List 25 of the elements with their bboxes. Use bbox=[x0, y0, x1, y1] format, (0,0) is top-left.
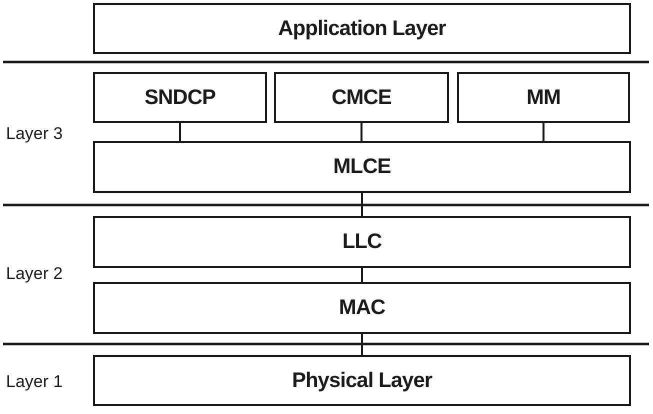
layer-name: LLC bbox=[342, 230, 382, 254]
layer-name: MAC bbox=[338, 296, 386, 320]
layer-box bbox=[274, 72, 449, 123]
layer-name: Physical Layer bbox=[292, 368, 432, 392]
layer-box bbox=[93, 216, 631, 268]
layer-label: Layer 1 bbox=[6, 372, 63, 392]
layer-box bbox=[93, 141, 631, 193]
connector-line bbox=[361, 334, 363, 355]
layer-name: SNDCP bbox=[144, 86, 216, 110]
connector-line bbox=[360, 123, 362, 141]
connector-line bbox=[361, 193, 363, 216]
connector-line bbox=[179, 123, 181, 141]
layer-box bbox=[457, 72, 630, 123]
layer-label: Layer 3 bbox=[6, 124, 63, 144]
layer-box bbox=[93, 72, 267, 123]
layer-box bbox=[93, 282, 631, 334]
layer-box bbox=[93, 355, 631, 406]
connector-line bbox=[361, 268, 363, 282]
layer-name: CMCE bbox=[332, 86, 392, 110]
layer-name: Application Layer bbox=[278, 16, 446, 40]
layer-box bbox=[93, 3, 631, 54]
layer-label: Layer 2 bbox=[6, 264, 63, 284]
layer-name: MLCE bbox=[333, 155, 391, 179]
layer-name: MM bbox=[526, 86, 560, 110]
connector-line bbox=[542, 123, 544, 141]
